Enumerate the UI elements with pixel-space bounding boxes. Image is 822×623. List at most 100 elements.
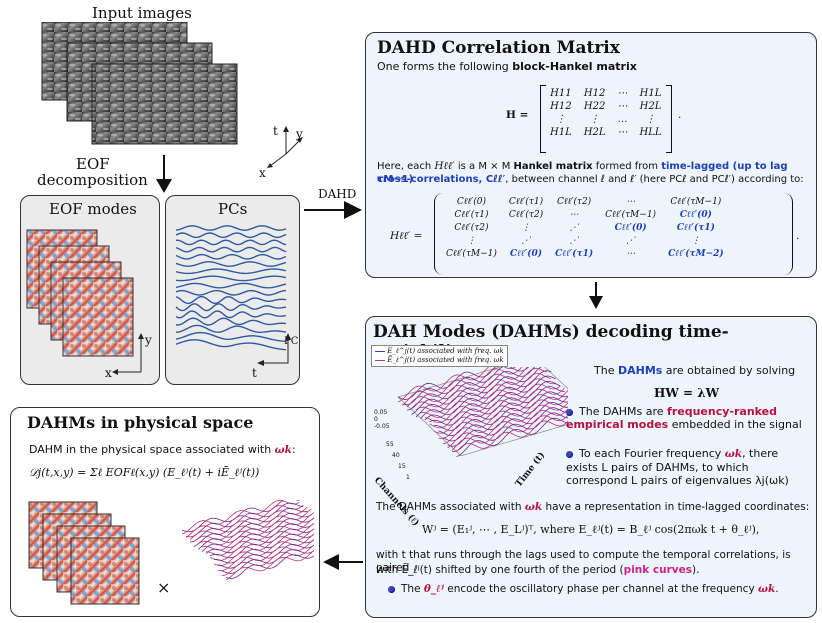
E-curve: [411, 367, 542, 415]
Hll-left-paren: [434, 193, 443, 275]
E-curve: [221, 549, 314, 574]
Ebar-curve: [420, 378, 556, 418]
dahm-3d-plot: [397, 367, 568, 457]
matrix-cell: Cℓℓ′(τ2): [454, 223, 489, 233]
pc-series-line: [175, 268, 287, 275]
Ebar-curve: [402, 367, 523, 406]
dahm-panel: DAH Modes (DAHMs) decoding time-variabil…: [365, 316, 817, 618]
pc-timeseries: [175, 225, 291, 366]
physical-eof-maps: [28, 501, 140, 605]
matrix-cell: H22: [583, 101, 606, 112]
eof-axis-y: y: [145, 333, 152, 347]
correlation-desc-1: Here, each Hℓℓ′ is a M × M Hankel matrix…: [377, 160, 788, 185]
chantick-0: 55: [386, 441, 394, 448]
E-curve: [189, 507, 308, 543]
Ebar-curve: [205, 522, 314, 556]
Ebar-curve: [225, 549, 314, 581]
H-period: .: [678, 109, 682, 121]
E-curve: [442, 401, 568, 442]
Ebar-curve: [411, 367, 547, 409]
right-arrow-icon: [304, 201, 362, 219]
matrix-cell: H1L: [550, 127, 572, 138]
Ebar-curve: [433, 389, 568, 434]
matrix-cell: H12: [583, 88, 606, 99]
matrix-cell: Cℓℓ′(0): [614, 223, 647, 233]
ztick-1: 0: [374, 416, 378, 423]
pc-series-line: [175, 253, 287, 260]
pc-series-line: [175, 246, 287, 253]
ztick-0: 0.05: [374, 409, 388, 416]
matrix-cell: …: [617, 114, 628, 125]
Ebar-curve: [442, 402, 568, 445]
pc-series-line: [175, 303, 287, 312]
matrix-cell: Cℓℓ′(τ1): [454, 210, 489, 220]
matrix-cell: Cℓℓ′(τM−1): [670, 197, 722, 207]
physical-title: DAHMs in physical space: [27, 413, 254, 432]
matrix-cell: Cℓℓ′(τM−2): [668, 249, 724, 259]
down-arrow-icon: [156, 155, 172, 193]
pcs-axis-t: t: [252, 366, 257, 380]
pc-series-line: [175, 289, 287, 296]
matrix-cell: Cℓℓ′(τ1): [676, 223, 715, 233]
E-curve: [201, 522, 314, 552]
eof-maps-stack: [26, 229, 144, 375]
dahd-arrow-label: DAHD: [318, 187, 357, 201]
matrix-cell: ⋯: [626, 248, 636, 259]
axis-t-label: t: [273, 124, 278, 138]
matrix-cell: ⋮: [466, 235, 476, 246]
matrix-cell: Cℓℓ′(τ1): [555, 249, 594, 259]
Ebar-curve: [189, 506, 308, 541]
correlation-title: DAHD Correlation Matrix: [377, 38, 620, 58]
pc-axes-arrowheads: [257, 333, 291, 366]
E-curve: [456, 417, 568, 457]
Hll-lhs: Hℓℓ′ =: [390, 230, 423, 242]
Ebar-curve: [201, 517, 314, 551]
correlation-desc-2: cross-correlations, Cℓℓ′, between channe…: [377, 174, 804, 185]
chan-ticks: 55 40 15 1: [386, 439, 410, 483]
dahm-W-eq: Wʲ = (E₁ʲ, ⋯ , E_Lʲ)ᵀ, where E_ℓʲ(t) = B…: [422, 523, 760, 536]
Hll-matrix: Cℓℓ′(0) Cℓℓ′(τ1) Cℓℓ′(τ2) ⋯ Cℓℓ′(τM−1) Cℓℓ′(τ…: [440, 195, 730, 260]
E-curve: [433, 391, 568, 431]
pc-series-line: [175, 324, 287, 333]
bullet-icon: [388, 585, 395, 593]
physical-eq: 𝒟j(t,x,y) = Σℓ EOFℓ(x,y) (E_ℓʲ(t) + iĒ_ℓ…: [29, 466, 260, 479]
matrix-cell: Cℓℓ′(τ2): [508, 210, 544, 220]
eof-modes-panel: EOF modes y x: [20, 195, 160, 385]
Ebar-curve: [429, 387, 565, 429]
matrix-cell: ⋮: [521, 222, 531, 233]
legend-E: E_ℓ^j(t) associated with freq. ωk: [387, 347, 504, 355]
pc-series-line: [175, 317, 287, 326]
matrix-cell: H1L: [639, 88, 662, 99]
txy-axis-icon: [267, 126, 303, 168]
H-left-bracket: [540, 85, 546, 153]
physical-waves-plot: [181, 500, 314, 581]
physical-desc: DAHM in the physical space associated wi…: [29, 443, 296, 456]
dahm-3d-legend: E_ℓ^j(t) associated with freq. ωk Ē_ℓ^j(…: [371, 345, 508, 367]
pcs-panel: PCs PC t: [165, 195, 300, 385]
Ebar-curve: [451, 414, 568, 451]
Ebar-curve: [424, 383, 561, 423]
dahm-eigen-eq: HW = λW: [654, 386, 720, 400]
matrix-cell: ⋰: [569, 235, 579, 246]
pc-series-line: [175, 232, 287, 239]
E-curve: [193, 512, 312, 547]
E-curve: [397, 367, 496, 400]
dahm-rep-text: The DAHMs associated with ωk have a repr…: [376, 501, 810, 513]
Ebar-curve: [185, 504, 304, 538]
matrix-cell: ⋯: [569, 209, 579, 220]
bullet-icon: [566, 408, 573, 416]
matrix-cell: ⋮: [589, 114, 600, 125]
matrix-cell: Cℓℓ′(τ1): [508, 197, 544, 207]
pc-series-line: [175, 225, 287, 231]
matrix-cell: ⋮: [555, 114, 566, 125]
E-curve: [209, 533, 314, 559]
dahm-with-line2: with Ē_ℓʲ(t) shifted by one fourth of th…: [376, 564, 700, 576]
axis-y-label: y: [296, 127, 303, 141]
E-curve: [406, 367, 535, 411]
matrix-cell: H12: [550, 101, 572, 112]
legend-Ebar: Ē_ℓ^j(t) associated with freq. ωk: [387, 356, 504, 364]
Ebar-curve: [181, 500, 300, 535]
eof-decomp-line1: EOF: [76, 155, 110, 173]
Ebar-curve: [456, 420, 568, 453]
matrix-cell: ⋯: [626, 196, 636, 207]
